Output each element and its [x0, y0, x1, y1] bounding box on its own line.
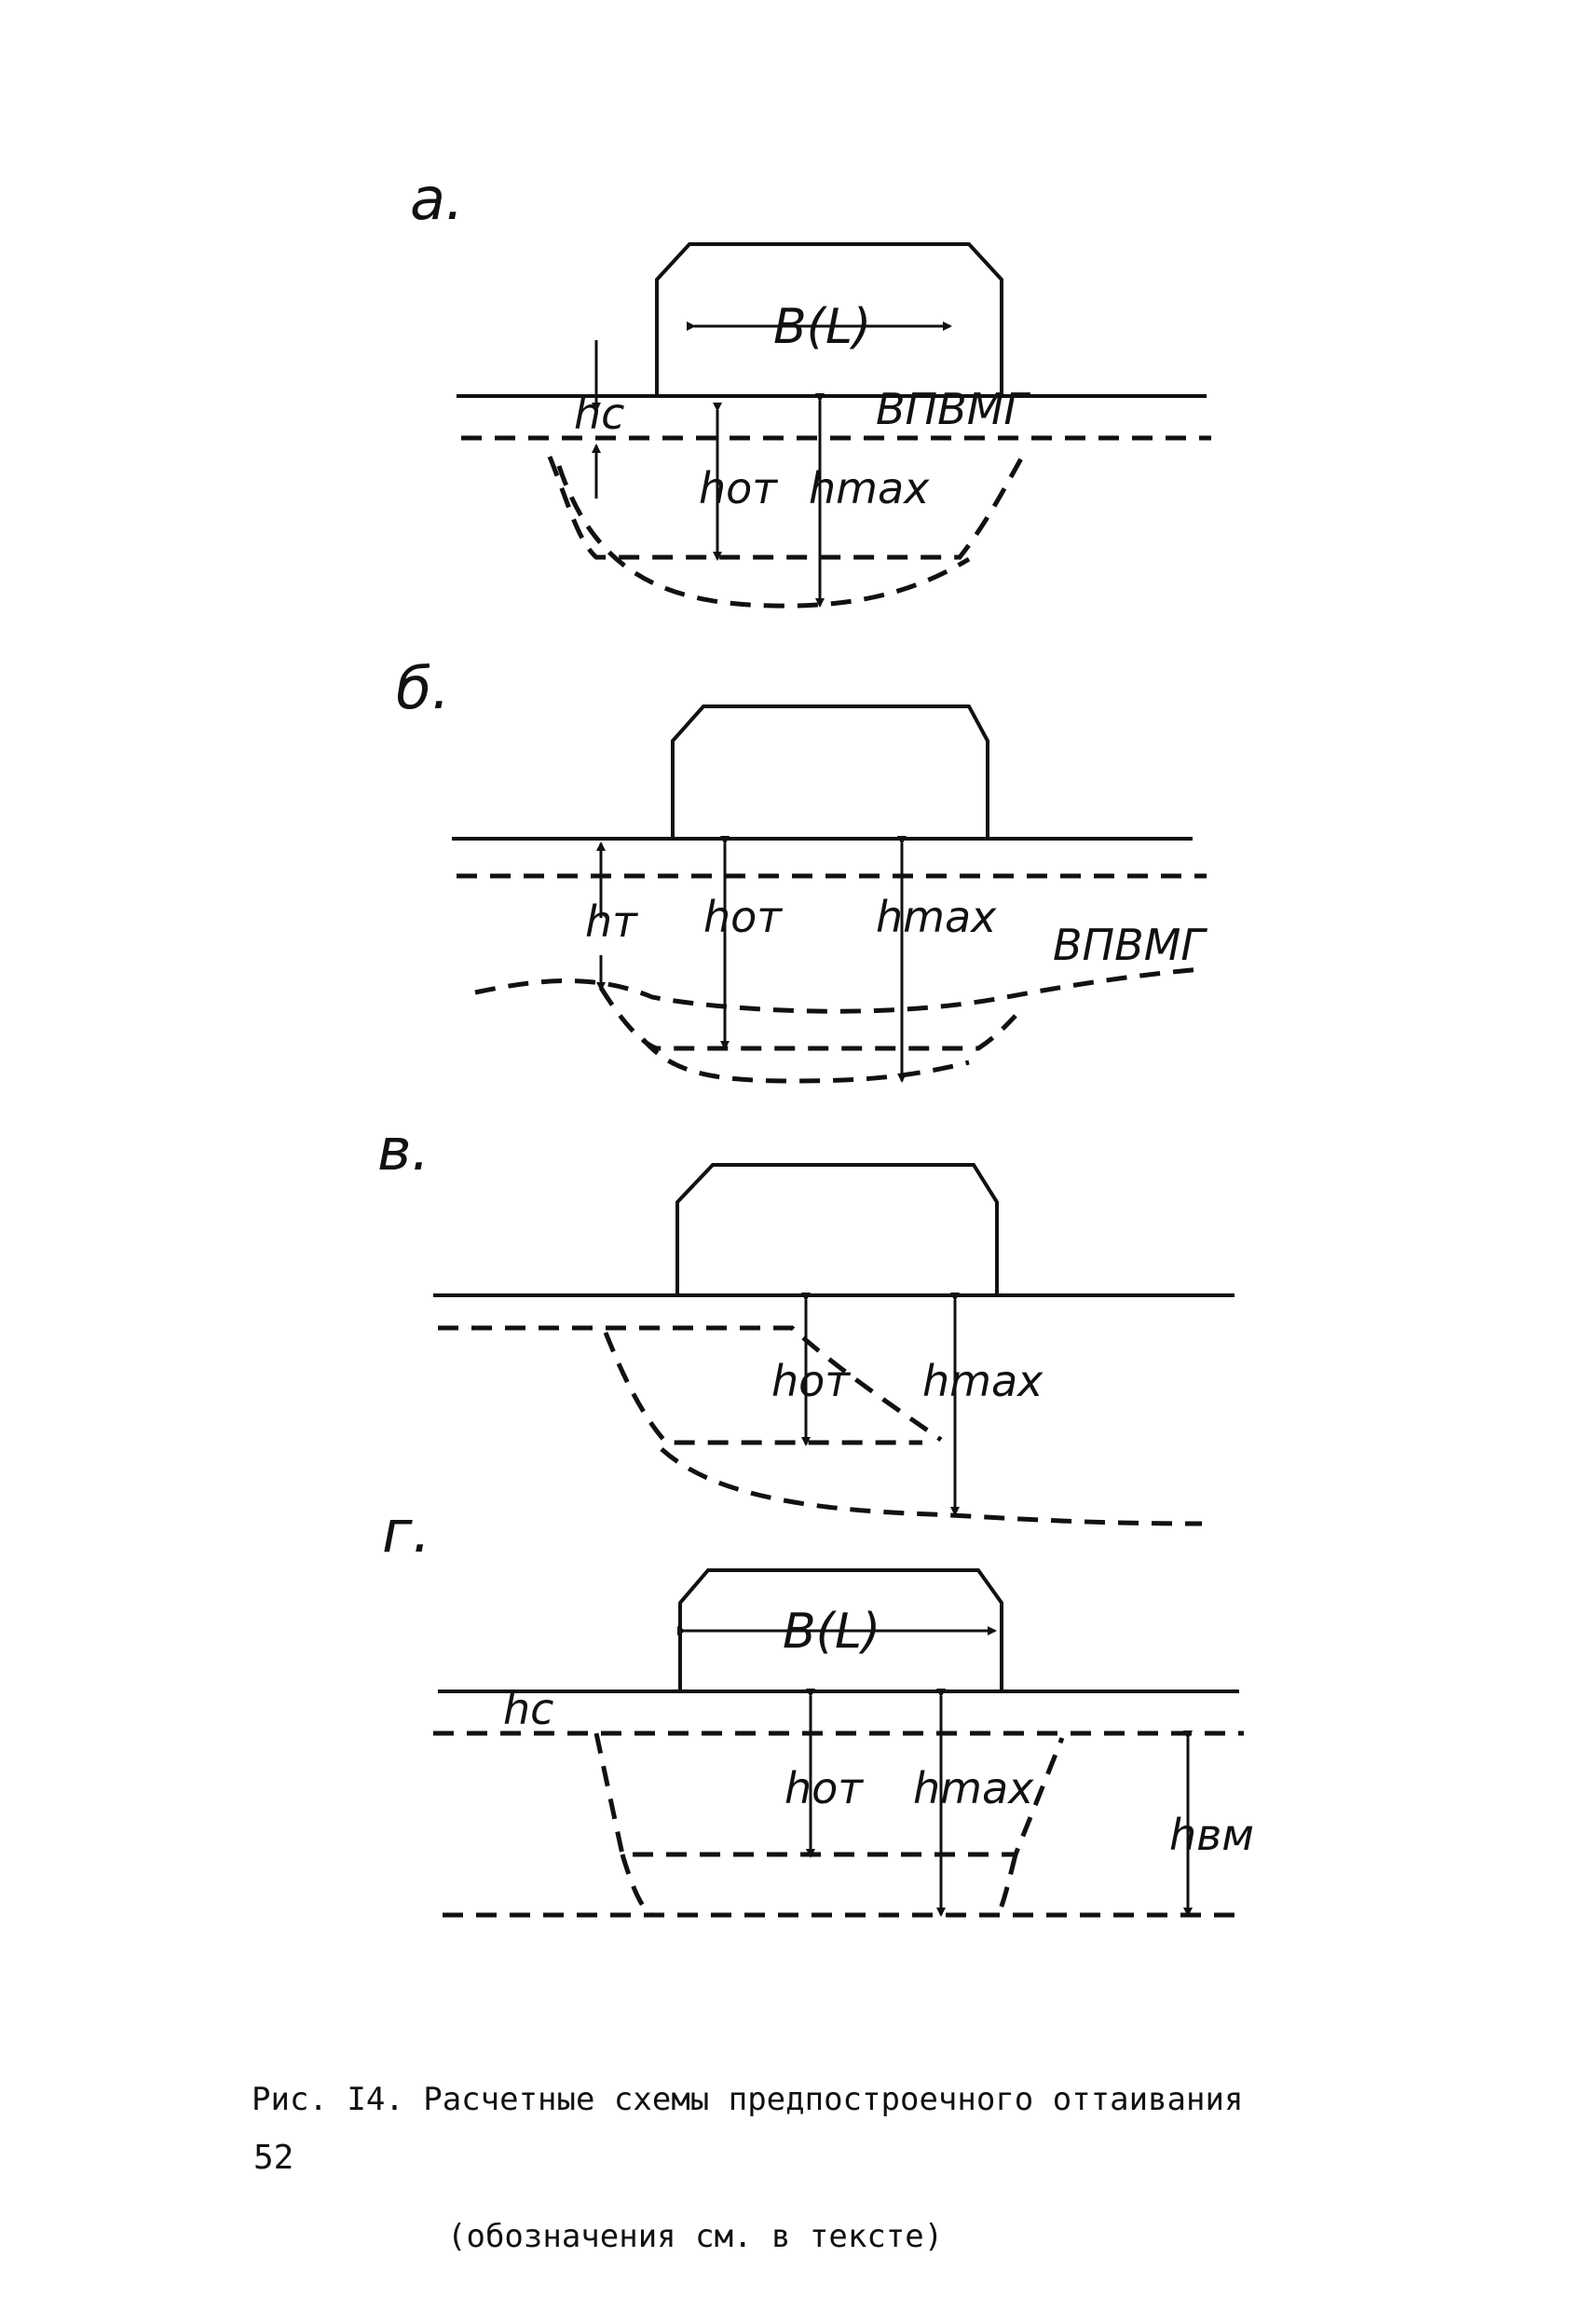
symbol-hmax-v: hmax	[922, 1356, 1044, 1406]
boundary-label-b: ВПВМГ	[1053, 920, 1207, 970]
width-label-g: B(L)	[783, 1604, 880, 1660]
page-number: 52	[253, 2139, 294, 2177]
building-g	[678, 1568, 1003, 1691]
symbol-hc-a: hc	[574, 389, 624, 439]
panel-v-label: в.	[377, 1115, 430, 1183]
symbol-hvm-g: hвм	[1169, 1810, 1254, 1860]
symbol-hot-g: hот	[784, 1763, 864, 1813]
building-v	[675, 1163, 999, 1295]
panel-v: в. hот hmax	[377, 1115, 1235, 1526]
panel-a: а. B(L) hc hот hmax ВПВМГ	[410, 165, 1211, 609]
permafrost-table-v	[438, 1325, 943, 1443]
symbol-hmax-b: hmax	[876, 892, 997, 942]
panel-a-label: а.	[410, 165, 464, 233]
building-b	[671, 705, 989, 839]
thaw-pit-g-lower-right	[995, 1854, 1018, 1917]
thaw-bowl-a	[547, 450, 1028, 560]
permafrost-table-b	[474, 966, 1203, 1014]
caption-line-2: (обозначения см. в тексте)	[447, 2218, 944, 2256]
symbol-hc-g: hc	[503, 1684, 553, 1734]
panel-b: б. hт hот hmax ВПВМГ	[396, 654, 1207, 1084]
symbol-hot-b: hот	[703, 892, 783, 942]
panel-g-label: г.	[382, 1498, 430, 1566]
symbol-hmax-g: hmax	[913, 1763, 1034, 1813]
width-label-a: B(L)	[773, 299, 871, 355]
symbol-hot-a: hот	[699, 463, 778, 513]
thaw-pit-g	[593, 1732, 1065, 1857]
max-thaw-v	[660, 1447, 1203, 1526]
boundary-label-a: ВПВМГ	[876, 384, 1030, 434]
symbol-hmax-a: hmax	[809, 463, 930, 513]
building-a	[655, 242, 1003, 396]
thaw-bowl-v	[603, 1332, 922, 1445]
caption-line-1: Рис. I4. Расчетные схемы предпостроечног…	[252, 2080, 1244, 2118]
thaw-bowl-b	[598, 986, 1017, 1051]
panel-g: г. B(L) hc hот hmax hвм	[382, 1498, 1254, 1918]
symbol-ht-b: hт	[585, 896, 638, 947]
max-thaw-bowl-b	[641, 1037, 970, 1084]
symbol-hot-v: hот	[771, 1356, 851, 1406]
max-thaw-bowl-a	[556, 465, 971, 609]
thaw-pit-g-lower	[620, 1854, 654, 1918]
figure-caption: Рис. I4. Расчетные схемы предпостроечног…	[252, 1985, 1370, 2306]
panel-b-label: б.	[396, 654, 450, 722]
